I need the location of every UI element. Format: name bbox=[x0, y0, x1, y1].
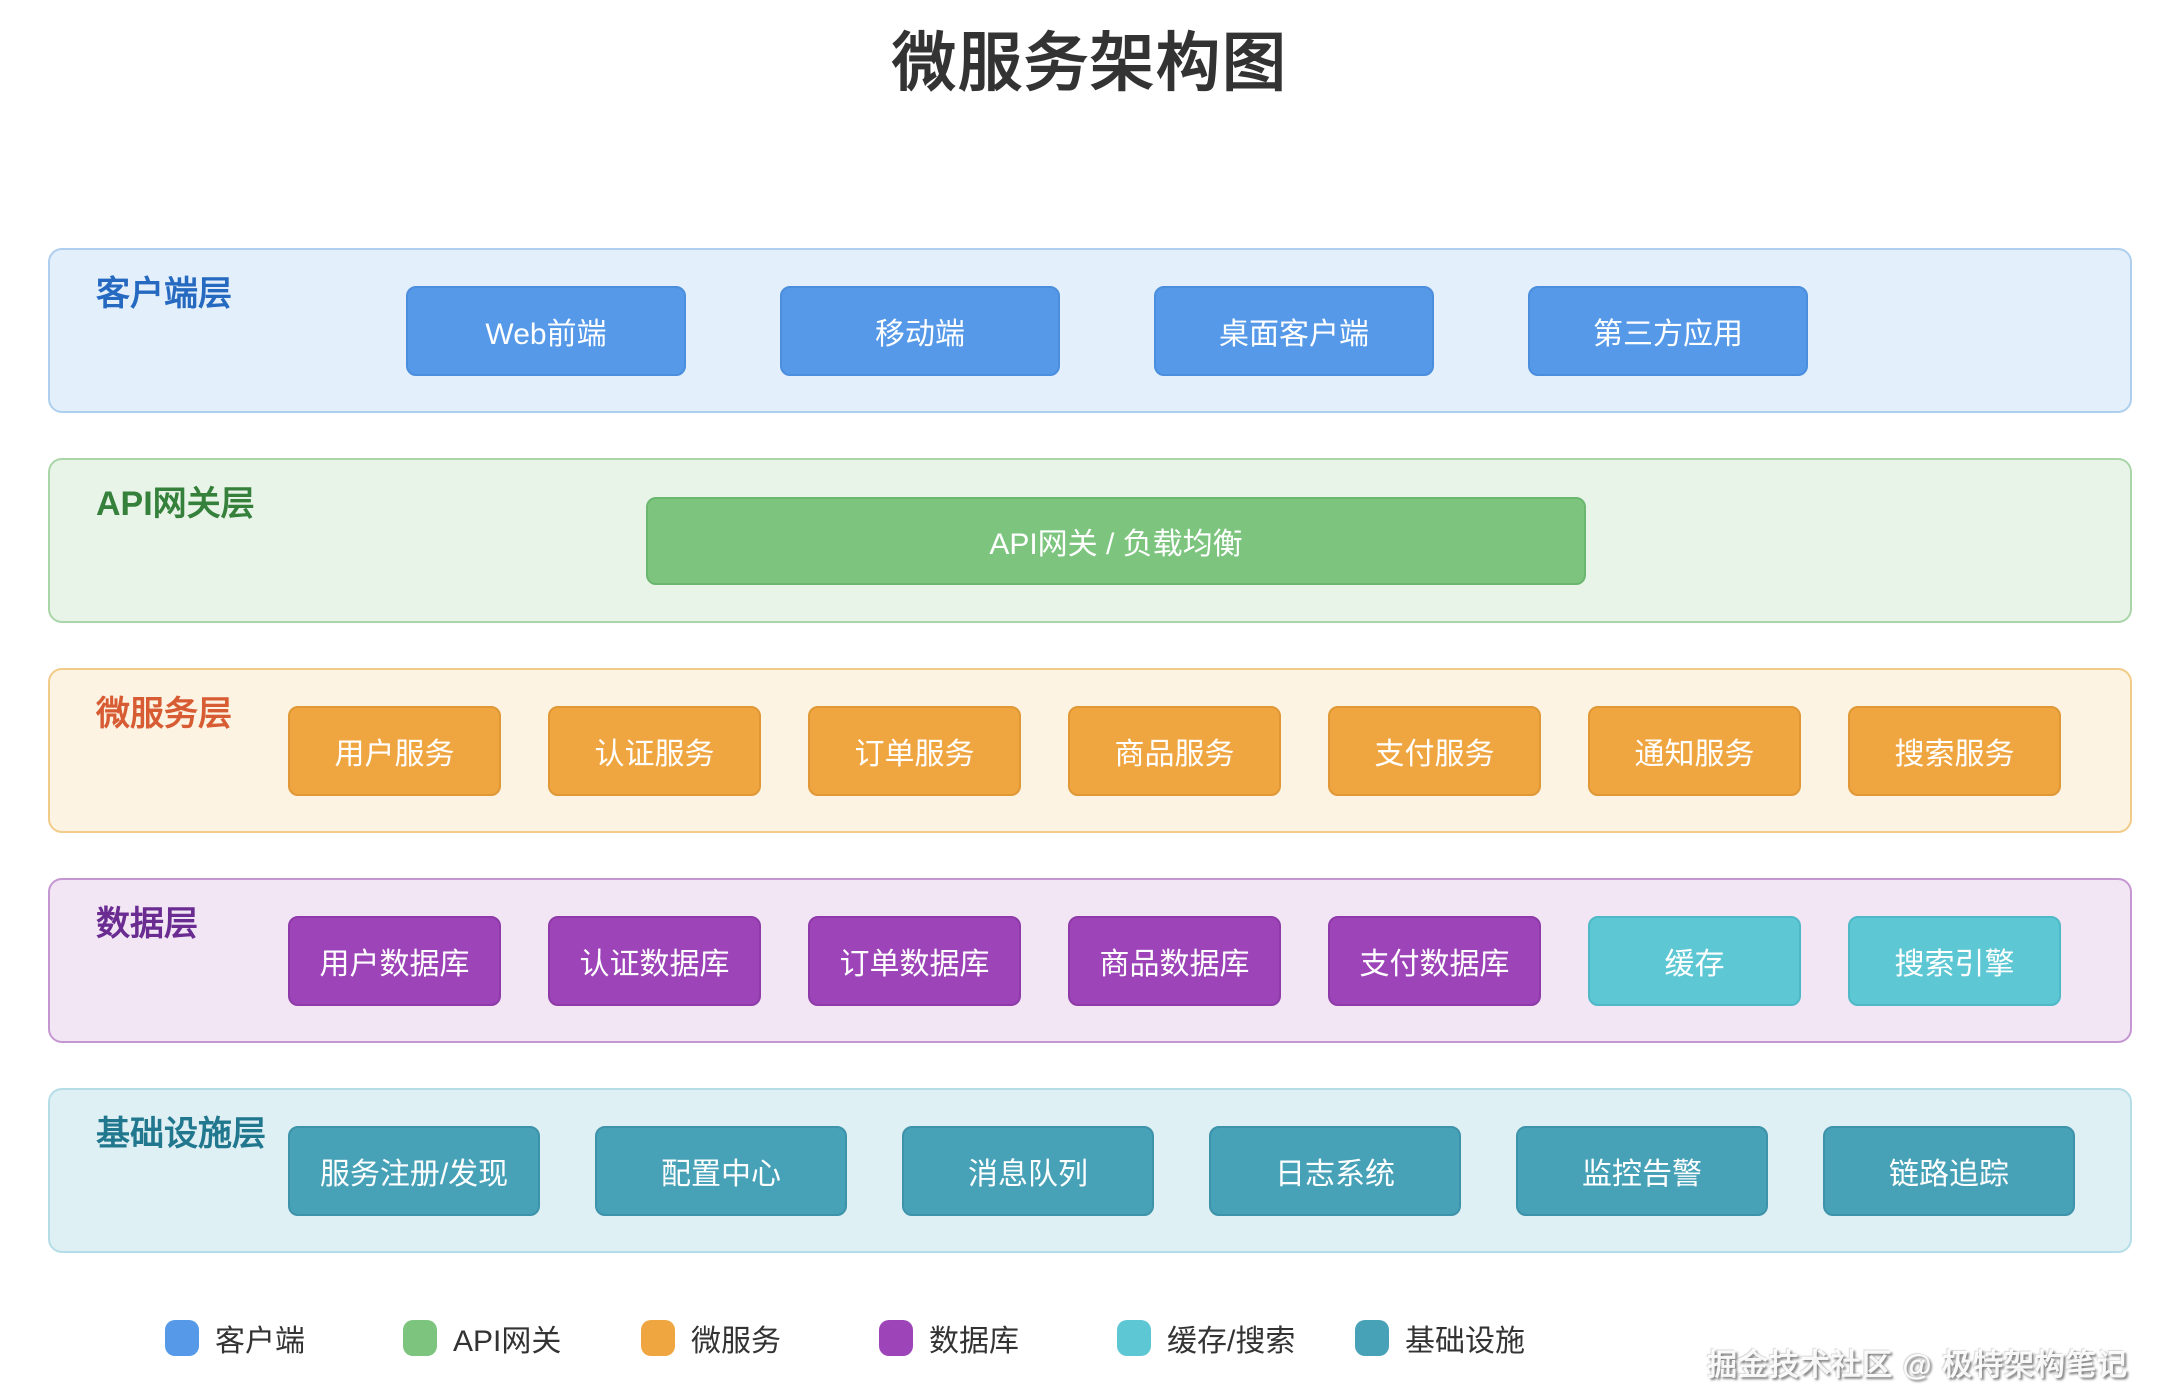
box-order-db: 订单数据库 bbox=[808, 915, 1021, 1006]
legend-swatch-cache-search bbox=[1117, 1320, 1151, 1356]
box-search-service: 搜索服务 bbox=[1848, 705, 2061, 796]
layer-label-client: 客户端层 bbox=[96, 275, 232, 313]
box-auth-service: 认证服务 bbox=[548, 705, 761, 796]
layer-client: 客户端层 Web前端 移动端 桌面客户端 第三方应用 bbox=[48, 248, 2132, 413]
layer-label-infrastructure: 基础设施层 bbox=[96, 1115, 266, 1153]
layer-infrastructure: 基础设施层 服务注册/发现 配置中心 消息队列 日志系统 监控告警 链路追踪 bbox=[48, 1088, 2132, 1253]
legend-item-microservice: 微服务 bbox=[641, 1316, 879, 1360]
box-search-engine: 搜索引擎 bbox=[1848, 915, 2061, 1006]
legend-label-api-gateway: API网关 bbox=[453, 1325, 562, 1358]
box-user-db: 用户数据库 bbox=[288, 915, 501, 1006]
legend-label-client: 客户端 bbox=[215, 1325, 305, 1358]
watermark-text: 掘金技术社区 @ 极特架构笔记 bbox=[1707, 1349, 2128, 1382]
layer-label-api-gateway: API网关层 bbox=[96, 485, 255, 523]
legend-swatch-microservice bbox=[641, 1320, 675, 1356]
legend-item-cache-search: 缓存/搜索 bbox=[1117, 1316, 1355, 1360]
layers-container: 客户端层 Web前端 移动端 桌面客户端 第三方应用 API网关层 API网关 … bbox=[48, 248, 2132, 1253]
box-monitoring-alert: 监控告警 bbox=[1516, 1125, 1768, 1216]
box-third-party-app: 第三方应用 bbox=[1528, 285, 1808, 376]
layer-data: 数据层 用户数据库 认证数据库 订单数据库 商品数据库 支付数据库 缓存 搜索引… bbox=[48, 878, 2132, 1043]
legend-swatch-database bbox=[879, 1320, 913, 1356]
layer-microservices-boxes: 用户服务 认证服务 订单服务 商品服务 支付服务 通知服务 搜索服务 bbox=[288, 670, 2084, 831]
box-payment-service: 支付服务 bbox=[1328, 705, 1541, 796]
layer-api-gateway: API网关层 API网关 / 负载均衡 bbox=[48, 458, 2132, 623]
box-trace-tracking: 链路追踪 bbox=[1823, 1125, 2075, 1216]
box-cache: 缓存 bbox=[1588, 915, 1801, 1006]
legend-label-infrastructure: 基础设施 bbox=[1405, 1325, 1525, 1358]
legend-item-database: 数据库 bbox=[879, 1316, 1117, 1360]
box-service-registry-discovery: 服务注册/发现 bbox=[288, 1125, 540, 1216]
box-desktop-client: 桌面客户端 bbox=[1154, 285, 1434, 376]
box-auth-db: 认证数据库 bbox=[548, 915, 761, 1006]
box-api-gateway-load-balancer: API网关 / 负载均衡 bbox=[646, 496, 1586, 585]
legend-item-api-gateway: API网关 bbox=[403, 1316, 641, 1360]
layer-client-boxes: Web前端 移动端 桌面客户端 第三方应用 bbox=[406, 250, 2084, 411]
legend-item-infrastructure: 基础设施 bbox=[1355, 1316, 1525, 1360]
box-web-frontend: Web前端 bbox=[406, 285, 686, 376]
legend-item-client: 客户端 bbox=[165, 1316, 403, 1360]
layer-label-microservices: 微服务层 bbox=[96, 695, 232, 733]
legend-label-database: 数据库 bbox=[929, 1325, 1019, 1358]
box-message-queue: 消息队列 bbox=[902, 1125, 1154, 1216]
layer-label-data: 数据层 bbox=[96, 905, 198, 943]
layer-infrastructure-boxes: 服务注册/发现 配置中心 消息队列 日志系统 监控告警 链路追踪 bbox=[288, 1090, 2084, 1251]
layer-microservices: 微服务层 用户服务 认证服务 订单服务 商品服务 支付服务 通知服务 搜索服务 bbox=[48, 668, 2132, 833]
legend-swatch-infrastructure bbox=[1355, 1320, 1389, 1356]
layer-gateway-boxes: API网关 / 负载均衡 bbox=[288, 460, 2084, 621]
legend: 客户端 API网关 微服务 数据库 缓存/搜索 基础设施 bbox=[165, 1316, 1525, 1360]
legend-label-cache-search: 缓存/搜索 bbox=[1167, 1325, 1296, 1358]
box-log-system: 日志系统 bbox=[1209, 1125, 1461, 1216]
box-order-service: 订单服务 bbox=[808, 705, 1021, 796]
box-product-service: 商品服务 bbox=[1068, 705, 1281, 796]
box-mobile-client: 移动端 bbox=[780, 285, 1060, 376]
box-notification-service: 通知服务 bbox=[1588, 705, 1801, 796]
box-payment-db: 支付数据库 bbox=[1328, 915, 1541, 1006]
box-config-center: 配置中心 bbox=[595, 1125, 847, 1216]
box-user-service: 用户服务 bbox=[288, 705, 501, 796]
layer-data-boxes: 用户数据库 认证数据库 订单数据库 商品数据库 支付数据库 缓存 搜索引擎 bbox=[288, 880, 2084, 1041]
box-product-db: 商品数据库 bbox=[1068, 915, 1281, 1006]
legend-label-microservice: 微服务 bbox=[691, 1325, 781, 1358]
legend-swatch-client bbox=[165, 1320, 199, 1356]
page-title: 微服务架构图 bbox=[892, 27, 1288, 99]
legend-swatch-api-gateway bbox=[403, 1320, 437, 1356]
